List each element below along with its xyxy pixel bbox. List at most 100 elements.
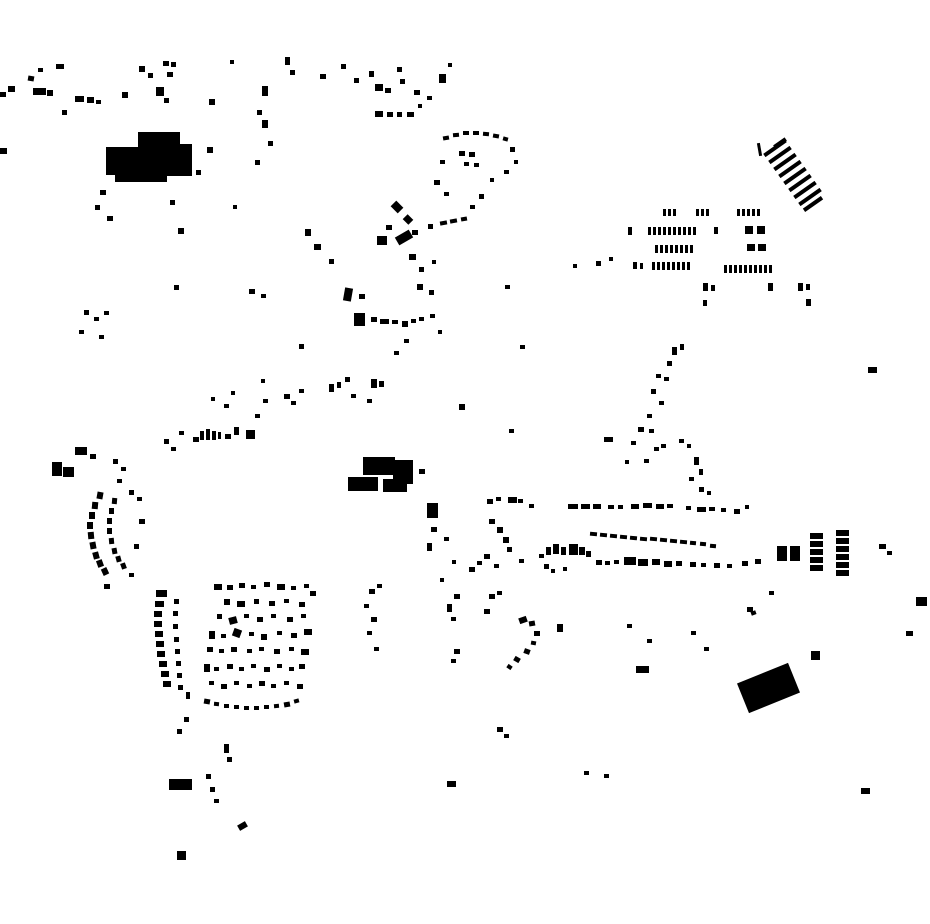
building-footprint <box>234 681 239 685</box>
building-footprint <box>397 67 402 72</box>
building-footprint <box>0 148 7 154</box>
building-footprint <box>277 664 282 668</box>
building-footprint <box>444 537 449 541</box>
building-footprint <box>264 705 269 709</box>
building-footprint <box>104 584 110 589</box>
building-footprint <box>758 244 766 251</box>
building-footprint <box>497 527 503 533</box>
building-footprint <box>200 431 204 440</box>
building-footprint <box>402 214 414 225</box>
building-footprint <box>251 585 256 589</box>
building-footprint <box>234 427 239 435</box>
building-footprint <box>625 460 629 464</box>
building-footprint <box>429 290 434 295</box>
building-footprint <box>806 299 811 306</box>
building-footprint <box>706 209 709 216</box>
building-footprint <box>494 564 499 568</box>
building-footprint <box>47 90 53 96</box>
building-footprint <box>117 479 122 483</box>
building-footprint <box>418 104 422 108</box>
building-footprint <box>224 599 230 605</box>
building-footprint <box>249 289 255 294</box>
building-footprint <box>274 649 280 654</box>
building-footprint <box>154 621 162 627</box>
building-footprint <box>754 265 757 273</box>
building-footprint <box>496 497 501 501</box>
building-footprint <box>251 664 256 668</box>
building-footprint <box>757 226 765 234</box>
building-footprint <box>768 283 773 291</box>
building-footprint <box>228 616 238 625</box>
building-footprint <box>664 561 672 567</box>
building-footprint <box>299 344 304 349</box>
building-footprint <box>129 490 134 495</box>
building-footprint <box>89 512 95 519</box>
building-footprint <box>375 111 383 117</box>
building-footprint <box>139 66 145 72</box>
building-footprint <box>447 604 452 612</box>
building-footprint <box>173 611 178 616</box>
building-footprint <box>714 563 720 568</box>
building-footprint <box>747 244 755 251</box>
building-footprint <box>624 557 636 565</box>
building-footprint <box>631 441 636 445</box>
building-footprint <box>665 245 668 253</box>
building-footprint <box>261 379 265 383</box>
building-footprint <box>305 229 311 236</box>
building-footprint <box>810 557 823 563</box>
building-footprint <box>196 170 201 175</box>
building-footprint <box>301 649 309 655</box>
building-footprint <box>690 245 693 253</box>
building-footprint <box>651 389 656 394</box>
building-footprint <box>451 617 456 621</box>
building-footprint <box>599 532 608 538</box>
building-footprint <box>579 547 585 555</box>
building-footprint <box>440 578 444 582</box>
building-footprint <box>668 227 671 235</box>
building-footprint <box>661 444 666 448</box>
building-footprint <box>755 559 761 564</box>
building-footprint <box>371 617 377 622</box>
building-footprint <box>523 648 531 655</box>
building-footprint <box>291 401 296 405</box>
building-footprint <box>264 667 270 672</box>
building-footprint <box>514 160 518 164</box>
building-footprint <box>679 539 688 545</box>
building-footprint <box>519 559 524 563</box>
building-footprint <box>206 774 211 779</box>
building-footprint <box>699 487 704 492</box>
building-footprint <box>122 92 128 98</box>
building-footprint <box>411 319 416 323</box>
building-footprint <box>806 284 810 290</box>
building-footprint <box>224 744 229 753</box>
building-footprint <box>497 727 503 732</box>
building-footprint <box>157 651 165 657</box>
building-footprint <box>662 262 665 270</box>
building-footprint <box>100 567 110 576</box>
building-footprint <box>534 631 540 636</box>
building-footprint <box>649 429 654 433</box>
building-footprint <box>507 547 512 552</box>
building-footprint <box>417 284 423 290</box>
building-footprint <box>489 594 495 599</box>
building-footprint <box>412 230 418 235</box>
building-footprint <box>156 641 164 647</box>
building-footprint <box>704 647 709 651</box>
building-footprint <box>439 220 448 226</box>
building-footprint <box>685 245 688 253</box>
building-footprint <box>518 499 523 503</box>
building-footprint <box>473 131 479 135</box>
building-footprint <box>447 781 456 787</box>
building-footprint <box>652 262 655 270</box>
building-footprint <box>345 377 350 382</box>
building-footprint <box>503 537 509 543</box>
building-footprint <box>647 639 652 643</box>
building-footprint <box>614 560 619 564</box>
building-footprint <box>631 504 639 509</box>
building-footprint <box>363 457 395 475</box>
building-footprint <box>432 260 436 264</box>
building-footprint <box>155 631 163 637</box>
building-footprint <box>659 537 668 543</box>
building-footprint <box>569 544 578 555</box>
building-footprint <box>484 609 490 614</box>
